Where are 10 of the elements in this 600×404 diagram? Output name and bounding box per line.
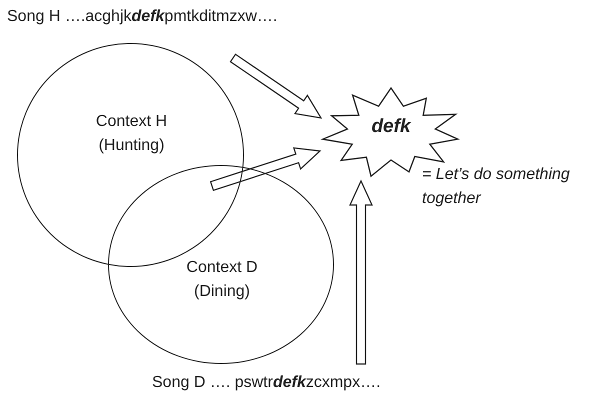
- song-text: Song D …. pswtrdefkzcxmpx….: [152, 374, 381, 392]
- keyword-label: defk: [370, 116, 412, 138]
- meaning-note: = Let’s do something together: [422, 165, 571, 209]
- context-label: Context D (Dining): [185, 258, 259, 302]
- context-ellipse: [108, 165, 334, 364]
- song-text: Song H ….acghjkdefkpmtkditmzxw….: [7, 8, 278, 26]
- context-label: Context H (Hunting): [94, 112, 168, 156]
- block-arrow: [230, 53, 322, 119]
- block-arrow: [210, 147, 322, 192]
- block-arrow: [349, 180, 373, 365]
